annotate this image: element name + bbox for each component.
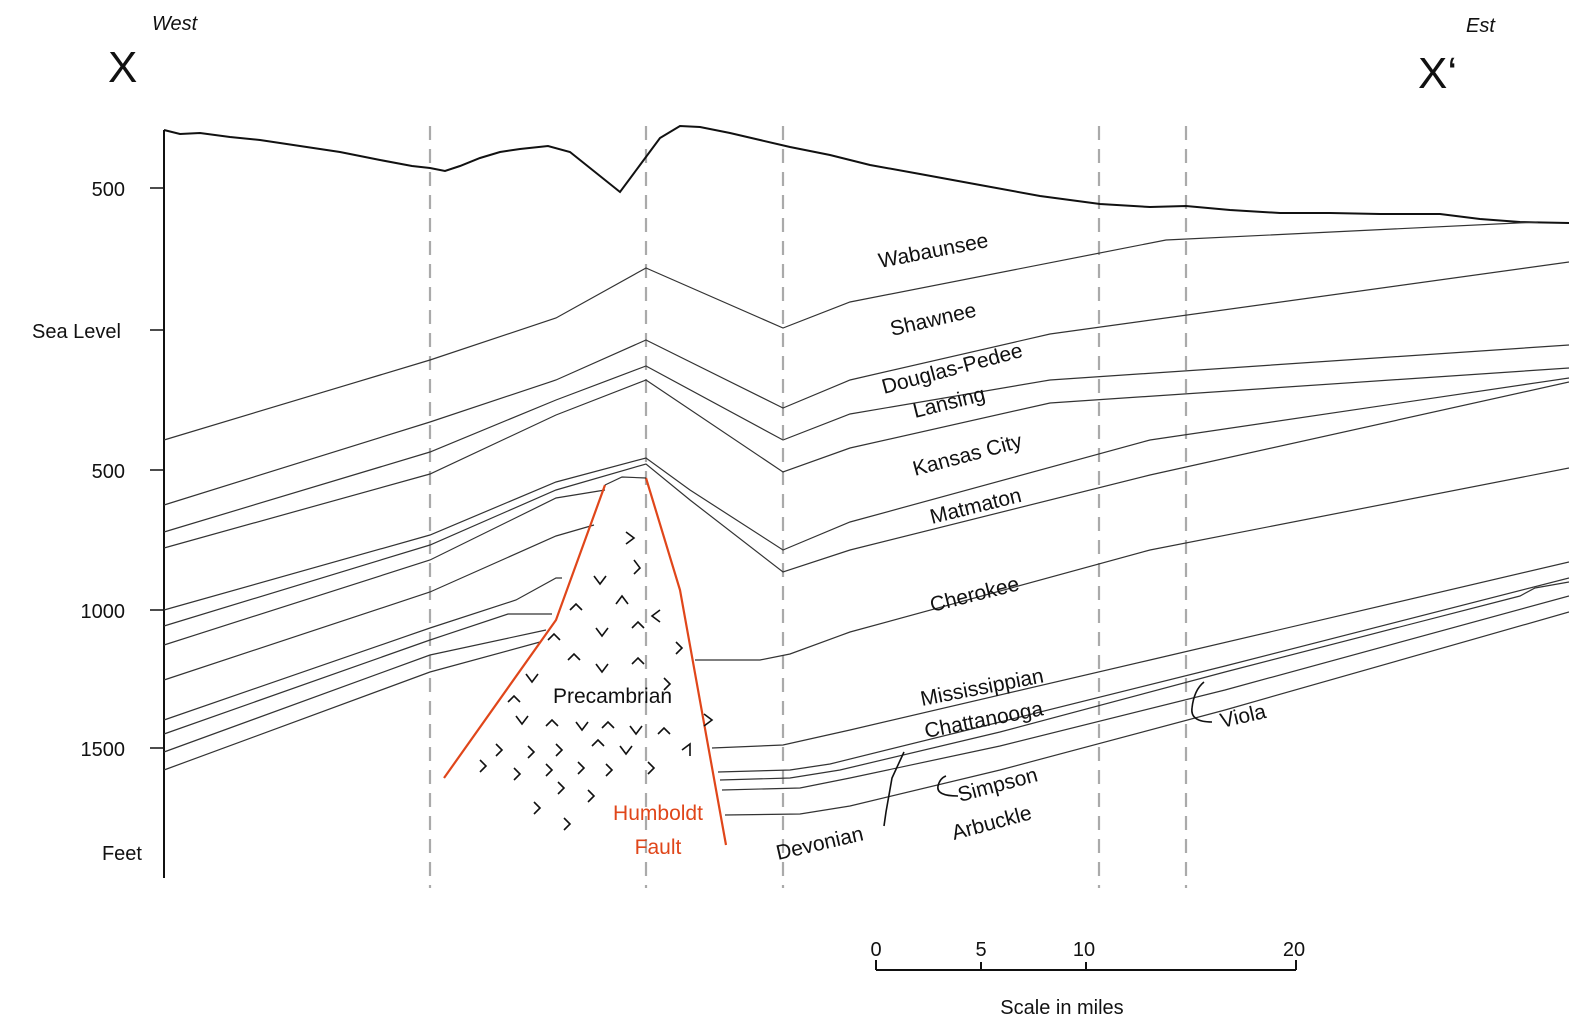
contact-line xyxy=(163,221,1539,441)
contact-line xyxy=(163,381,1569,627)
axis-label-500-above: 500 xyxy=(92,179,125,201)
contact-line xyxy=(724,611,1569,816)
contact-line xyxy=(163,344,1569,533)
label-precambrian: Precambrian xyxy=(553,685,672,708)
contact-line xyxy=(163,489,606,646)
scale-tick-5: 5 xyxy=(975,939,986,961)
label-kansas-city: Kansas City xyxy=(910,429,1025,480)
label-cherokee: Cherokee xyxy=(928,573,1022,617)
scale-bar: 0 5 10 20 Scale in miles xyxy=(870,939,1305,1019)
ground-surface-line xyxy=(163,124,1569,224)
contact-line xyxy=(719,581,1569,781)
fault-line-west xyxy=(443,484,607,779)
label-shawnee: Shawnee xyxy=(888,299,979,341)
direction-west: West xyxy=(152,13,199,35)
contact-line xyxy=(163,524,595,681)
contact-line xyxy=(163,377,1569,611)
contact-line xyxy=(163,629,547,753)
contact-line xyxy=(163,367,1569,549)
direction-east: Est xyxy=(1466,15,1496,37)
label-arbuckle: Arbuckle xyxy=(949,801,1034,844)
label-wabaunsee: Wabaunsee xyxy=(877,229,991,273)
scale-tick-10: 10 xyxy=(1073,939,1095,961)
contact-line xyxy=(695,467,1569,661)
fault-label-line2: Fault xyxy=(635,836,682,859)
precambrian-top xyxy=(604,476,647,486)
axis-label-1500: 1500 xyxy=(81,739,126,761)
axis-label-500-below: 500 xyxy=(92,461,125,483)
contact-line xyxy=(163,261,1569,506)
contact-line xyxy=(711,561,1569,749)
leader-simpson xyxy=(937,775,959,797)
section-label-left: X xyxy=(108,43,137,92)
contact-line xyxy=(163,613,552,735)
axis-label-feet: Feet xyxy=(102,843,142,865)
section-label-right: X‘ xyxy=(1418,49,1457,98)
contact-line xyxy=(721,595,1569,791)
scale-tick-0: 0 xyxy=(870,939,881,961)
precambrian-rock-pattern xyxy=(479,531,714,831)
scale-caption: Scale in miles xyxy=(1000,997,1123,1019)
fault-label-line1: Humboldt xyxy=(613,802,703,825)
label-matmaton: Matmaton xyxy=(928,484,1024,529)
fault-line-east xyxy=(644,477,728,846)
axis-label-1000: 1000 xyxy=(81,601,126,623)
label-devonian: Devonian xyxy=(774,823,866,865)
leader-viola xyxy=(1191,681,1213,723)
contact-line xyxy=(163,577,562,721)
contact-line xyxy=(163,641,541,771)
leader-devonian xyxy=(883,751,905,827)
contact-line xyxy=(717,577,1569,773)
axis-label-sea-level: Sea Level xyxy=(32,321,121,343)
label-viola: Viola xyxy=(1218,700,1269,733)
scale-tick-20: 20 xyxy=(1283,939,1305,961)
